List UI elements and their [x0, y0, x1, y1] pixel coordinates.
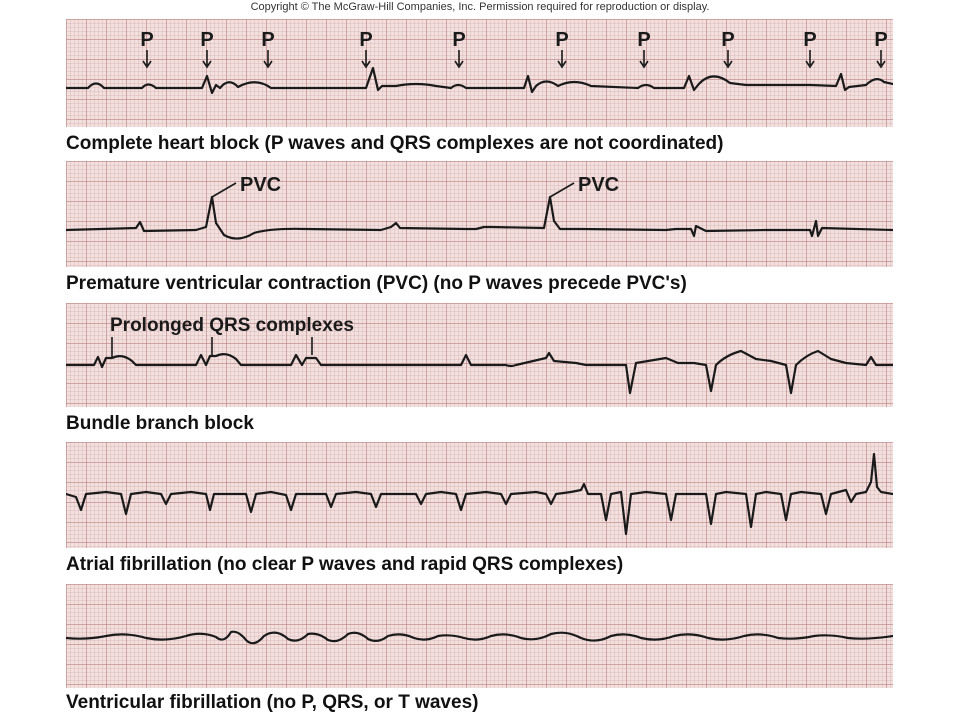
p-wave-label: P: [359, 29, 372, 51]
caption-ventricular-fibrillation: Ventricular fibrillation (no P, QRS, or …: [66, 692, 479, 713]
ecg-strip-ventricular-fibrillation: [66, 584, 893, 688]
pvc-label: PVC: [578, 174, 619, 196]
p-wave-label: P: [140, 29, 153, 51]
ecg-strip-complete-heart-block: P P P P P P P P P P: [66, 19, 893, 127]
p-wave-label: P: [261, 29, 274, 51]
ecg-trace-ventricular-fibrillation: [66, 630, 893, 645]
ecg-trace-atrial-fibrillation: [66, 452, 893, 536]
caption-atrial-fibrillation: Atrial fibrillation (no clear P waves an…: [66, 554, 624, 575]
p-wave-label: P: [555, 29, 568, 51]
p-wave-label: P: [874, 29, 887, 51]
ecg-waveform: [66, 66, 893, 95]
p-wave-label: P: [637, 29, 650, 51]
ecg-trace-pvc: PVC PVC: [66, 174, 893, 240]
p-wave-label: P: [803, 29, 816, 51]
ecg-strip-bundle-branch-block: Prolonged QRS complexes: [66, 303, 893, 407]
ecg-waveform: [66, 195, 893, 240]
ecg-trace-bundle-branch-block: Prolonged QRS complexes: [66, 315, 893, 395]
caption-bundle-branch-block: Bundle branch block: [66, 413, 254, 434]
ecg-strip-atrial-fibrillation: [66, 442, 893, 548]
ecg-waveform: [66, 452, 893, 536]
prolonged-qrs-label: Prolonged QRS complexes: [110, 315, 354, 336]
ecg-waveform: [66, 630, 893, 645]
ecg-trace-complete-heart-block: P P P P P P P P P P: [66, 29, 893, 95]
p-wave-label: P: [721, 29, 734, 51]
copyright-notice: Copyright © The McGraw-Hill Companies, I…: [250, 1, 710, 13]
ecg-strip-pvc: PVC PVC: [66, 161, 893, 267]
pvc-label: PVC: [240, 174, 281, 196]
ecg-waveform: [66, 349, 893, 395]
p-wave-label: P: [452, 29, 465, 51]
p-wave-label: P: [200, 29, 213, 51]
caption-complete-heart-block: Complete heart block (P waves and QRS co…: [66, 133, 724, 154]
caption-pvc: Premature ventricular contraction (PVC) …: [66, 273, 687, 294]
